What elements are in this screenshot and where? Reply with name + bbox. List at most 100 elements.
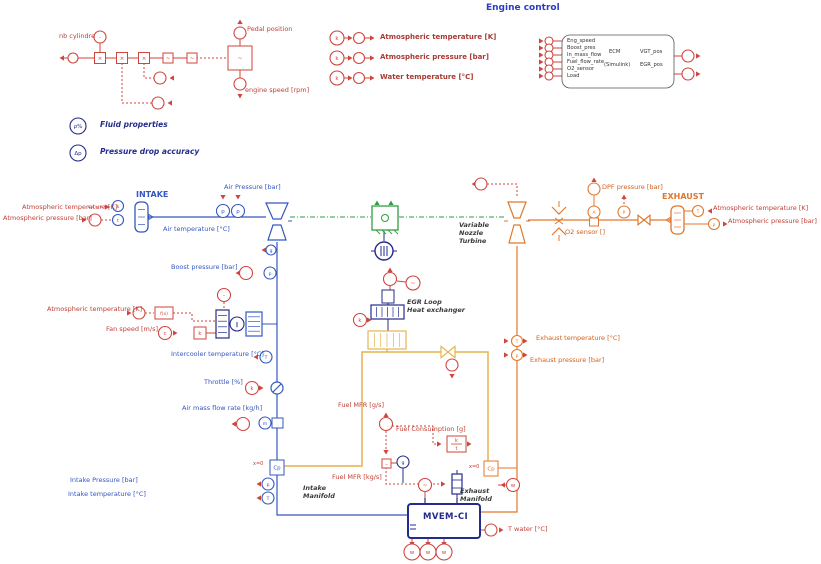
intake-cp-junction[interactable]: Cp: [269, 459, 285, 476]
egr-cooler[interactable]: [367, 330, 407, 350]
exhaust-temp-gauge[interactable]: T: [510, 334, 524, 348]
atm-temp-duty[interactable]: [352, 31, 366, 45]
arrowhead: [374, 200, 380, 205]
egr-command[interactable]: [382, 271, 398, 287]
minus-source[interactable]: –: [216, 287, 232, 303]
signal-block-1[interactable]: ~: [162, 52, 174, 64]
nb-cylindre-source[interactable]: –: [93, 30, 107, 44]
dpf-pressure-gauge[interactable]: [587, 182, 601, 196]
fxd-block-glyph: f(x): [160, 311, 168, 317]
o2-sensor-gauge[interactable]: A: [587, 205, 601, 219]
pedal-map-block[interactable]: ~: [227, 45, 253, 71]
multiplier-block-2-glyph: ×: [120, 56, 125, 62]
turbo-shaft-inertia[interactable]: [371, 205, 399, 235]
multiplier-block-2[interactable]: ×: [116, 52, 128, 64]
throttle-const[interactable]: k: [244, 380, 260, 396]
compressor-shaft-gauge[interactable]: g: [265, 244, 277, 256]
pedal-position-port[interactable]: [233, 26, 247, 40]
atm-press-duty[interactable]: [352, 51, 366, 65]
air-mass-flow-output[interactable]: [235, 416, 251, 432]
arrowhead: [539, 59, 544, 65]
water-temp-const[interactable]: k: [329, 70, 345, 86]
air-mass-flow-gauge-glyph: m: [263, 422, 267, 427]
egr-valve-command[interactable]: [445, 358, 459, 372]
o2-sensor-block[interactable]: [589, 217, 599, 227]
water-temp-duty[interactable]: [352, 71, 366, 85]
exhaust-atm-temp[interactable]: T: [691, 204, 705, 218]
duty-output-circle-1[interactable]: [153, 71, 167, 85]
pressure-drop-icon[interactable]: Δp: [69, 144, 87, 162]
ecm-input-6[interactable]: [544, 71, 554, 81]
fuel-mfr-gauge[interactable]: [378, 416, 394, 432]
air-pressure-gauge-1[interactable]: p: [215, 203, 231, 219]
exhaust-valve[interactable]: [637, 213, 651, 227]
crank-output-3[interactable]: w: [435, 543, 453, 561]
exhaust-vert: [480, 246, 518, 513]
variable-nozzle-turbine[interactable]: [504, 201, 530, 244]
fan-speed-source[interactable]: c: [157, 325, 173, 341]
intercooler-drum[interactable]: ‖: [229, 316, 245, 332]
ecm-egr-output[interactable]: [681, 67, 695, 81]
engine-flywheel[interactable]: [371, 241, 397, 261]
air-pressure-gauge-2[interactable]: p: [230, 203, 246, 219]
egr-loop-valve[interactable]: [440, 345, 456, 359]
fuel-g-gauge[interactable]: g: [396, 455, 410, 469]
signal-block-2[interactable]: ~: [186, 52, 198, 64]
multiplier-block-3[interactable]: ×: [138, 52, 150, 64]
boost-pressure-gauge[interactable]: p: [263, 266, 277, 280]
atm-temp-const[interactable]: k: [329, 30, 345, 46]
t-water-gauge[interactable]: [484, 523, 498, 537]
crank-output-1[interactable]: w: [403, 543, 421, 561]
fuel-minus-block[interactable]: –: [381, 458, 392, 469]
intake-atm-source[interactable]: [88, 213, 102, 227]
egr-water-const[interactable]: k: [352, 312, 368, 328]
vnt-command[interactable]: [474, 177, 488, 191]
exhaust-p-gauge[interactable]: P: [617, 205, 631, 219]
engine-speed-port[interactable]: [233, 77, 247, 91]
ecm-block[interactable]: [561, 34, 675, 89]
intake-temp-input[interactable]: k: [111, 199, 125, 213]
mvem-block[interactable]: [407, 498, 481, 539]
sum-output-circle[interactable]: [67, 52, 79, 64]
arrowhead: [261, 247, 266, 253]
egr-heat-exchanger[interactable]: [370, 304, 405, 320]
intercooler-temp-gauge[interactable]: T: [259, 350, 273, 364]
fxd-block[interactable]: f(x): [154, 306, 174, 320]
fan-atm-temp-source[interactable]: [132, 306, 146, 320]
exhaust-atm-press[interactable]: p: [707, 217, 721, 231]
dpf-element[interactable]: [551, 201, 567, 241]
engine-speed-gauge[interactable]: w: [505, 477, 521, 493]
exhaust-cp-junction[interactable]: Cp: [483, 460, 499, 477]
signal-block-1-glyph: ~: [166, 56, 171, 62]
multiplier-block-1[interactable]: ×: [94, 52, 106, 64]
arrowhead: [167, 100, 172, 106]
boost-pressure-output[interactable]: [238, 265, 254, 281]
exhaust-press-gauge[interactable]: p: [510, 348, 524, 362]
intake-press-input[interactable]: t: [111, 213, 125, 227]
intake-block[interactable]: [134, 201, 154, 233]
crank-output-2[interactable]: w: [419, 543, 437, 561]
atm-press-const[interactable]: k: [329, 50, 345, 66]
intercooler-core[interactable]: [215, 309, 230, 339]
sigma-gauge[interactable]: ~: [417, 477, 433, 493]
egr-signal-gauge[interactable]: ~: [405, 275, 421, 291]
air-mass-flow-gauge[interactable]: m: [258, 416, 272, 430]
fuel-injector[interactable]: [451, 470, 463, 495]
o2-sensor-gauge-glyph: A: [592, 210, 596, 216]
arrowhead: [127, 310, 132, 316]
throttle-valve[interactable]: [270, 381, 284, 395]
intake-temp-gauge[interactable]: T: [261, 491, 275, 505]
arrowhead: [253, 354, 258, 360]
fan-gain-block[interactable]: k: [193, 326, 207, 340]
exhaust-block[interactable]: [665, 205, 685, 235]
compressor[interactable]: [265, 202, 292, 241]
intercooler-air-side[interactable]: [245, 311, 263, 337]
air-mass-flow-sensor[interactable]: [271, 417, 284, 429]
ecm-vgt-output[interactable]: [681, 49, 695, 63]
egr-valve[interactable]: [381, 289, 395, 304]
fuel-integrator[interactable]: kt: [446, 435, 467, 453]
fluid-properties-icon[interactable]: ρ%: [69, 117, 87, 135]
intake-pressure-gauge[interactable]: p: [261, 477, 275, 491]
duty-output-circle-2[interactable]: [151, 96, 165, 110]
fan-speed-source-glyph: c: [163, 331, 166, 337]
